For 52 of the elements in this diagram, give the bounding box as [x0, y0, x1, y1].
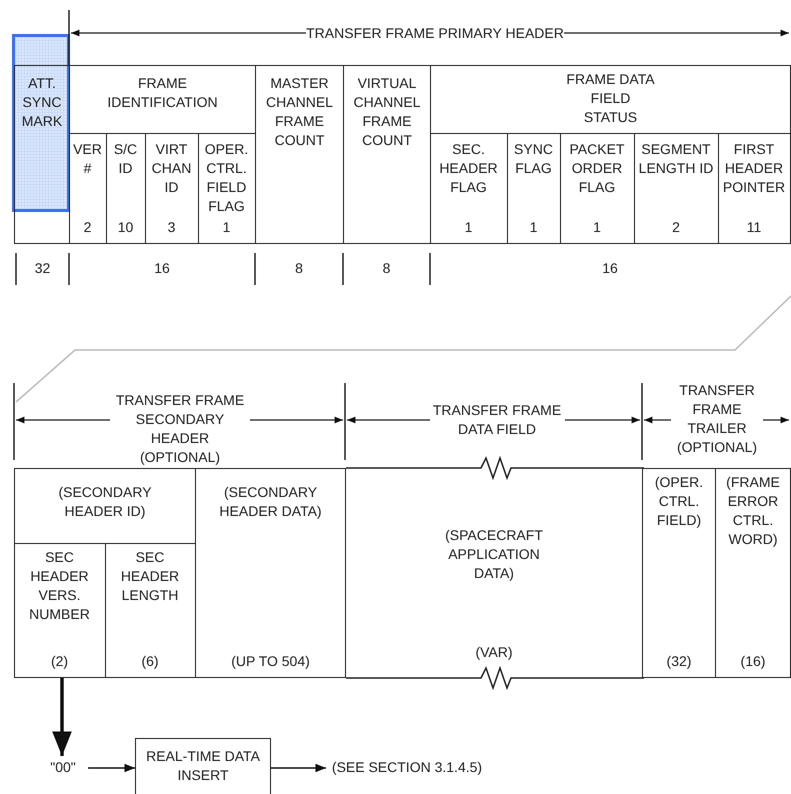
field-name: ATT. SYNC MARK	[20, 74, 64, 131]
bit-size: 10	[118, 218, 134, 236]
field-name: PACKET ORDER FLAG	[568, 140, 626, 196]
flow-text: "00"	[49, 758, 77, 777]
field-cell	[642, 468, 716, 678]
field-name: SEGMENT LENGTH ID	[638, 140, 714, 178]
field-cell	[715, 468, 791, 678]
field-name: OPER. CTRL. FIELD FLAG	[204, 140, 250, 216]
field-name: (SPACECRAFT APPLICATION DATA)	[444, 526, 544, 583]
bit-size: (6)	[141, 652, 159, 670]
bit-size: 1	[222, 218, 230, 236]
field-name: REAL-TIME DATA INSERT	[145, 747, 261, 785]
field-cell	[14, 468, 196, 678]
field-name: SEC. HEADER FLAG	[438, 140, 499, 196]
field-cell	[343, 65, 431, 244]
field-name: FRAME IDENTIFICATION	[106, 74, 219, 112]
field-cell	[430, 65, 791, 244]
field-name: VIRT CHAN ID	[150, 140, 192, 196]
field-name: SEC HEADER VERS. NUMBER	[28, 548, 91, 624]
arrow	[88, 764, 135, 772]
field-name: SEC HEADER LENGTH	[120, 548, 180, 604]
process-box	[135, 738, 271, 794]
field-cell	[69, 65, 256, 244]
arrow	[271, 764, 326, 772]
field-name: (OPER. CTRL. FIELD)	[654, 473, 704, 530]
bit-size: (UP TO 504)	[231, 652, 310, 671]
bit-size: 1	[593, 218, 601, 236]
field-name: VIRTUAL CHANNEL FRAME COUNT	[352, 74, 422, 150]
field-name: (FRAME ERROR CTRL. WORD)	[725, 473, 781, 549]
bit-size: 1	[530, 218, 538, 236]
bit-size: 11	[746, 218, 762, 236]
bit-size: (32)	[666, 652, 692, 671]
field-name: (SECONDARY HEADER ID)	[57, 483, 153, 521]
bit-size: 2	[672, 218, 680, 236]
field-name: S/C ID	[112, 140, 138, 178]
bit-size: (16)	[740, 652, 766, 671]
field-name: MASTER CHANNEL FRAME COUNT	[265, 74, 334, 150]
field-name: SYNC FLAG	[514, 140, 554, 178]
bit-size: (2)	[50, 652, 68, 670]
field-cell	[195, 468, 346, 678]
bit-size: (VAR)	[475, 643, 513, 662]
arrow	[52, 678, 72, 756]
bit-size: 2	[84, 218, 92, 236]
bit-size: 3	[168, 218, 176, 236]
field-cell	[255, 65, 344, 244]
bit-size: 1	[464, 218, 472, 236]
field-name: FRAME DATA FIELD STATUS	[566, 70, 656, 127]
field-name: (SECONDARY HEADER DATA)	[218, 483, 323, 521]
flow-text: (SEE SECTION 3.1.4.5)	[330, 758, 484, 777]
field-name: FIRST HEADER POINTER	[722, 140, 786, 196]
field-cell	[14, 65, 70, 244]
field-name: VER #	[72, 140, 103, 178]
